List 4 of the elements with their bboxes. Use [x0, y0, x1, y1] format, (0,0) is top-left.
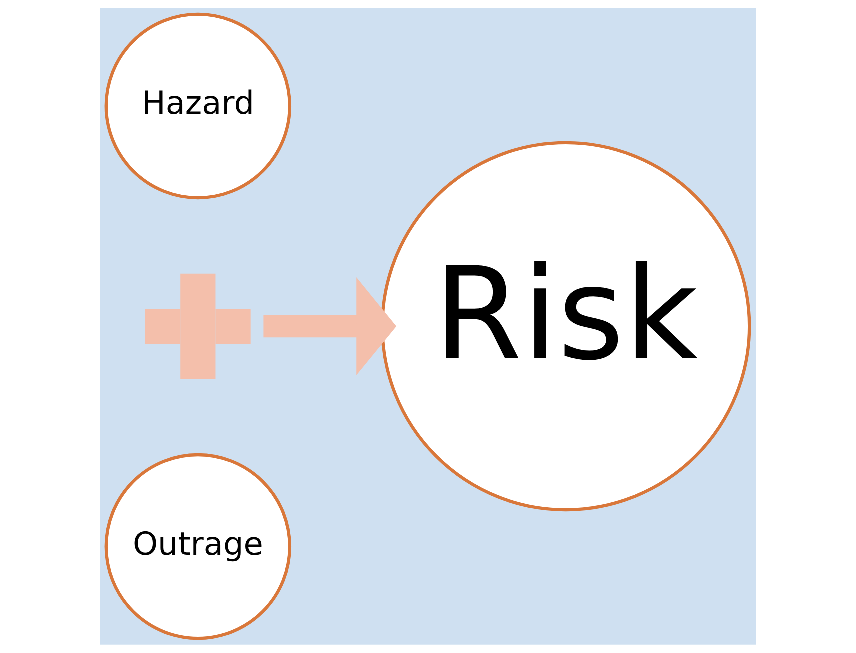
- arrow: [264, 278, 397, 376]
- node-circle: Hazard: [104, 12, 292, 200]
- node-circle: Outrage: [104, 453, 292, 640]
- node-circle: Risk: [380, 141, 752, 512]
